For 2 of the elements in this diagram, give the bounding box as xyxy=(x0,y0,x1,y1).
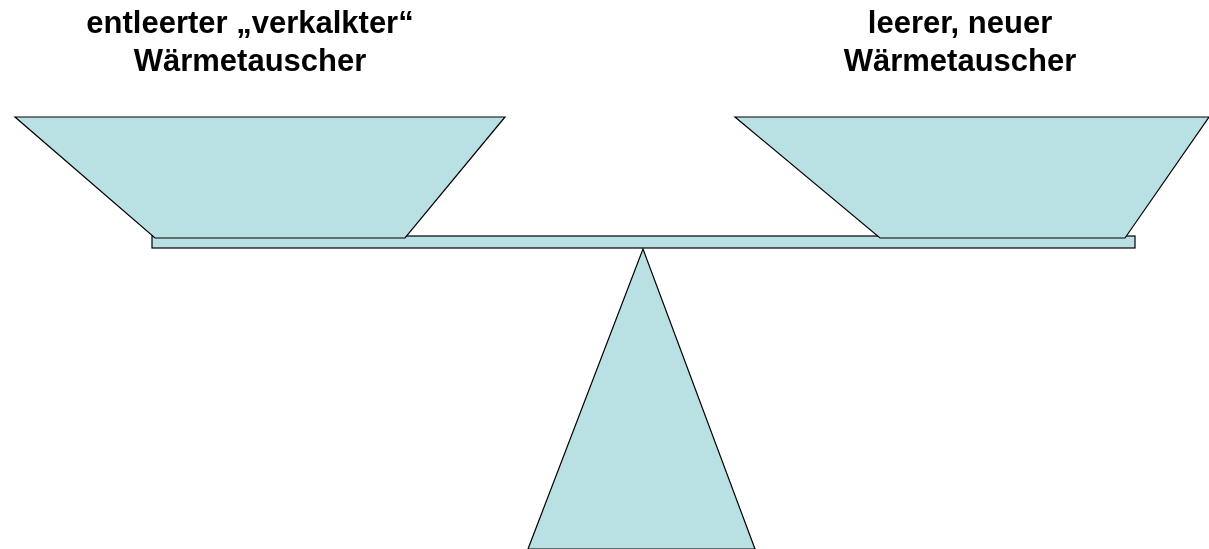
pan-label: leerer, neuer Wärmetauscher xyxy=(842,4,1078,80)
pan-label: entleerter „verkalkter“ Wärmetauscher xyxy=(85,4,415,80)
